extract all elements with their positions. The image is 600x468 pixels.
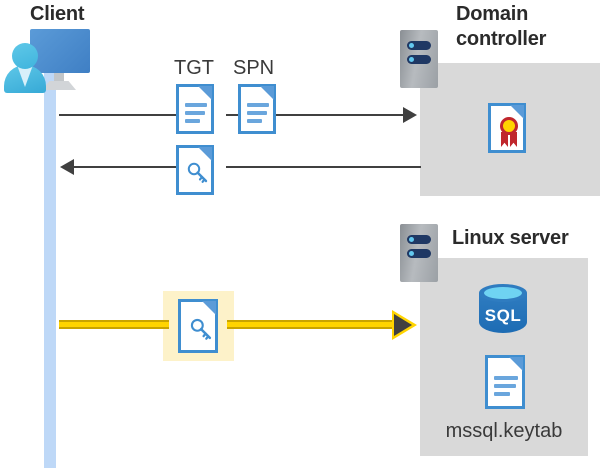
flow-service-ticket-line-segment xyxy=(59,320,169,329)
document-text-line xyxy=(247,111,267,115)
tgt-label: TGT xyxy=(174,57,214,79)
certificate-ribbon-right xyxy=(510,132,517,147)
rack-led-dot xyxy=(409,237,414,242)
keytab-filename-label: mssql.keytab xyxy=(445,420,563,442)
linux-server-title: Linux server xyxy=(452,227,569,249)
key-document-icon xyxy=(176,145,214,195)
service-ticket-key-document-icon xyxy=(178,299,218,353)
monitor-neck-icon xyxy=(54,73,64,83)
flow-request-arrowhead xyxy=(403,107,417,123)
person-head-icon xyxy=(12,43,38,69)
certificate-document-icon xyxy=(488,103,526,153)
document-text-line xyxy=(185,111,205,115)
flow-service-ticket-line-segment xyxy=(227,320,397,329)
certificate-seal xyxy=(500,117,518,135)
rack-led-dot xyxy=(409,43,414,48)
flow-response-line-segment xyxy=(74,166,176,168)
document-text-line xyxy=(185,103,207,107)
sql-label: SQL xyxy=(484,306,522,325)
document-text-line xyxy=(494,376,518,380)
rack-led-pill xyxy=(407,55,431,64)
document-text-line xyxy=(247,119,262,123)
document-text-line xyxy=(185,119,200,123)
spn-label: SPN xyxy=(233,57,275,79)
client-computer-user-icon xyxy=(4,29,96,93)
domain-controller-server-rack-icon xyxy=(400,30,438,88)
domain-controller-title: Domain controller xyxy=(456,3,547,50)
key-glyph-icon xyxy=(190,318,212,340)
rack-led-pill xyxy=(407,235,431,244)
flow-request-line-segment xyxy=(59,114,176,116)
flow-request-line-segment xyxy=(285,114,403,116)
document-text-line xyxy=(494,384,516,388)
document-fold-corner xyxy=(198,86,212,100)
rack-led-dot xyxy=(409,251,414,256)
rack-led-pill xyxy=(407,41,431,50)
document-fold-corner xyxy=(509,357,523,371)
monitor-base-icon xyxy=(42,81,76,90)
document-fold-corner xyxy=(202,301,216,315)
key-glyph-icon xyxy=(187,162,208,183)
linux-server-rack-icon xyxy=(400,224,438,282)
client-title: Client xyxy=(30,3,85,25)
rack-led-dot xyxy=(409,57,414,62)
document-fold-corner xyxy=(260,86,274,100)
flow-response-arrowhead xyxy=(60,159,74,175)
flow-service-ticket-arrowhead-inner xyxy=(394,314,412,336)
keytab-document-icon xyxy=(485,355,525,409)
client-lifeline xyxy=(44,60,56,468)
rack-led-pill xyxy=(407,249,431,258)
spn-document-icon xyxy=(238,84,276,134)
document-text-line xyxy=(247,103,269,107)
monitor-screen-icon xyxy=(30,29,90,73)
flow-response-line-segment xyxy=(226,166,421,168)
database-cylinder-top-inner xyxy=(484,287,522,299)
document-text-line xyxy=(494,392,510,396)
document-fold-corner xyxy=(198,147,212,161)
certificate-ribbon-left xyxy=(501,132,508,147)
tgt-document-icon xyxy=(176,84,214,134)
sql-database-icon: SQL xyxy=(479,284,527,342)
